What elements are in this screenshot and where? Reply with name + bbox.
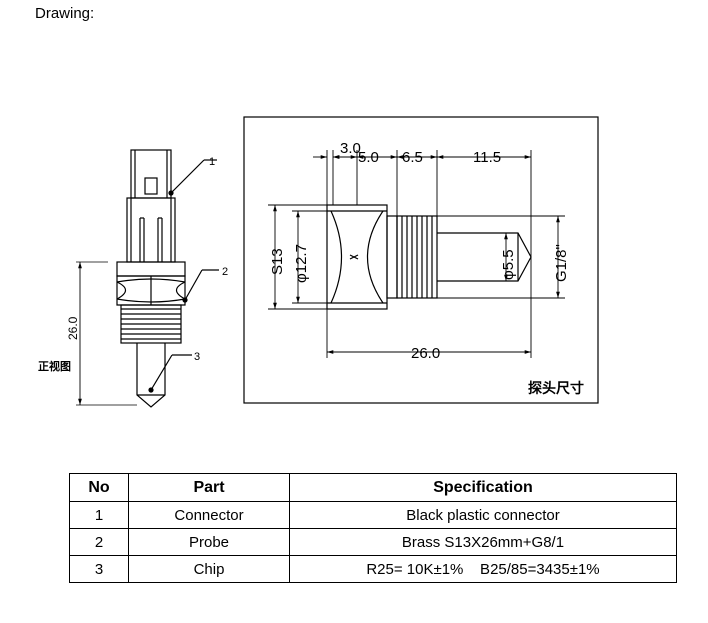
dim-5-0: 5.0 [358,149,379,166]
thread-ridges [121,308,181,340]
drawing-heading: Drawing: [35,5,95,22]
callout-1-dot [168,190,174,196]
table-row: 2 Probe Brass S13X26mm+G8/1 [69,528,677,556]
dim-length-26: 26.0 [411,345,440,362]
row-spec: Black plastic connector [289,501,677,529]
header-no: No [69,473,129,502]
hex-band [116,261,186,277]
probe-neck [386,215,398,299]
dim-11-5: 11.5 [473,149,501,166]
callout-3-label: 3 [194,351,200,363]
callout-1-label: 1 [209,156,215,168]
callout-2-dot [182,297,188,303]
table-row: 3 Chip R25= 10K±1% B25/85=3435±1% [69,555,677,583]
header-specification: Specification [289,473,677,502]
row-part: Probe [128,528,290,556]
dim-probe-diameter: φ5.5 [500,249,517,280]
dim-thread-g18: G1/8" [553,244,570,282]
row-part: Connector [128,501,290,529]
probe-hex [326,204,388,310]
row-spec: R25= 10K±1% B25/85=3435±1% [289,555,677,583]
connector-body [126,197,176,263]
front-view [76,149,219,408]
callout-3-dot [148,387,154,393]
parts-table: No Part Specification 1 Connector Black … [69,473,677,583]
hex-nut [116,275,186,306]
dim-3-0: 3.0 [340,140,361,157]
probe-view-label: 探头尺寸 [528,380,584,397]
probe-thread-ridges [401,216,433,298]
front-view-label: 正视图 [38,359,71,373]
probe-dimension-lines [268,150,565,358]
dim-thread-diameter: φ12.7 [293,244,310,283]
dim-hex-s13: S13 [269,248,286,275]
technical-drawing: 1 2 3 26.0 正视图 [38,116,599,408]
row-no: 3 [69,555,129,583]
row-spec: Brass S13X26mm+G8/1 [289,528,677,556]
row-part: Chip [128,555,290,583]
probe-view-frame [243,116,599,404]
header-part: Part [128,473,290,502]
front-height-dim: 26.0 [66,316,80,340]
row-no: 2 [69,528,129,556]
table-header-row: No Part Specification [69,473,677,502]
probe-tip [136,343,166,408]
row-no: 1 [69,501,129,529]
dim-6-5: 6.5 [402,149,423,166]
callout-2-label: 2 [222,266,228,278]
connector-window [144,177,158,195]
table-row: 1 Connector Black plastic connector [69,501,677,529]
